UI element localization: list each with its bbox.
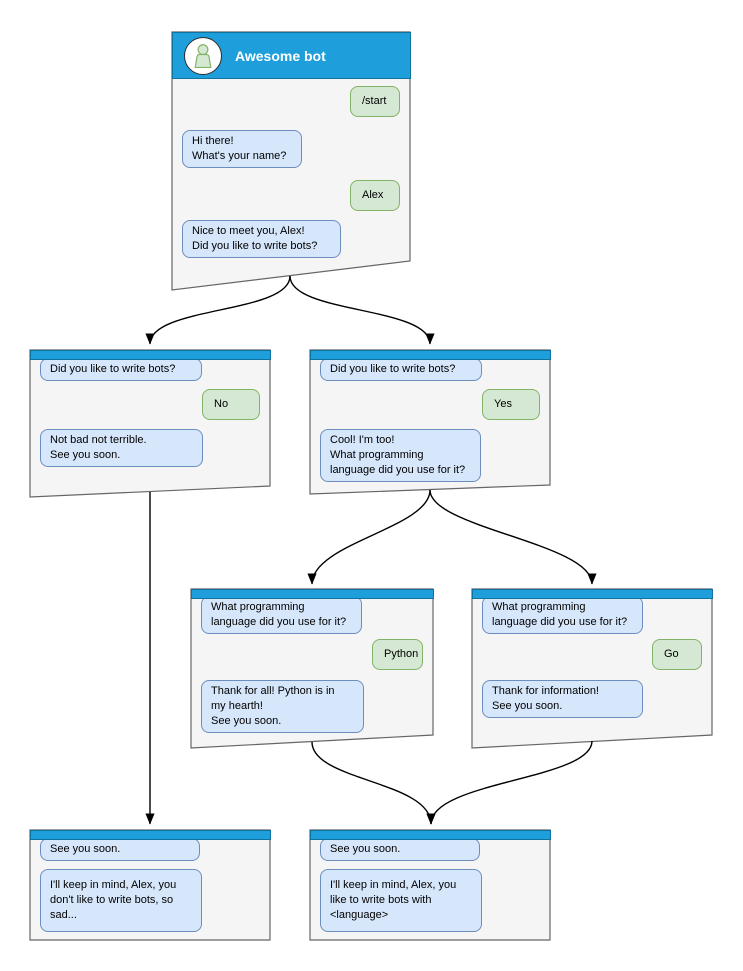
end-no-window-header <box>30 830 271 840</box>
edge-go-to-end-yes <box>426 740 593 825</box>
end-yes-window-header <box>310 830 551 840</box>
edge-yes-to-python <box>307 489 431 585</box>
branch-go-window-header <box>472 589 713 599</box>
bot-message-bubble: What programming language did you use fo… <box>201 596 362 634</box>
edge-start-to-yes <box>289 275 435 345</box>
branch-no-window-header <box>30 350 271 360</box>
bot-message-bubble: See you soon. <box>320 838 480 861</box>
bot-message-bubble: Thank for information! See you soon. <box>482 680 643 718</box>
user-message-bubble: Yes <box>482 389 540 420</box>
bot-message-bubble: Hi there! What's your name? <box>182 130 302 168</box>
bot-message-bubble: I'll keep in mind, Alex, you don't like … <box>40 869 202 932</box>
bot-avatar <box>184 36 222 75</box>
user-message-bubble: Go <box>652 639 702 670</box>
bot-message-bubble: Did you like to write bots? <box>40 358 202 381</box>
bot-message-bubble: Cool! I'm too! What programming language… <box>320 429 481 482</box>
bot-message-bubble: Did you like to write bots? <box>320 358 482 381</box>
user-message-bubble: Python <box>372 639 423 670</box>
branch-python-window-header <box>191 589 434 599</box>
edge-yes-to-go <box>429 489 597 585</box>
bot-message-bubble: What programming language did you use fo… <box>482 596 643 634</box>
user-message-bubble: /start <box>350 86 400 117</box>
bot-message-bubble: Not bad not terrible. See you soon. <box>40 429 203 467</box>
bot-message-bubble: I'll keep in mind, Alex, you like to wri… <box>320 869 482 932</box>
edge-python-to-end-yes <box>311 741 436 825</box>
bot-message-bubble: See you soon. <box>40 838 200 861</box>
user-message-bubble: No <box>202 389 260 420</box>
user-message-bubble: Alex <box>350 180 400 211</box>
branch-yes-window-header <box>310 350 551 360</box>
start-window-header: Awesome bot <box>172 32 411 79</box>
person-icon <box>194 43 212 68</box>
edge-start-to-no <box>145 275 291 345</box>
bot-message-bubble: Thank for all! Python is in my hearth! S… <box>201 680 364 733</box>
window-title: Awesome bot <box>235 47 326 64</box>
bot-message-bubble: Nice to meet you, Alex! Did you like to … <box>182 220 341 258</box>
